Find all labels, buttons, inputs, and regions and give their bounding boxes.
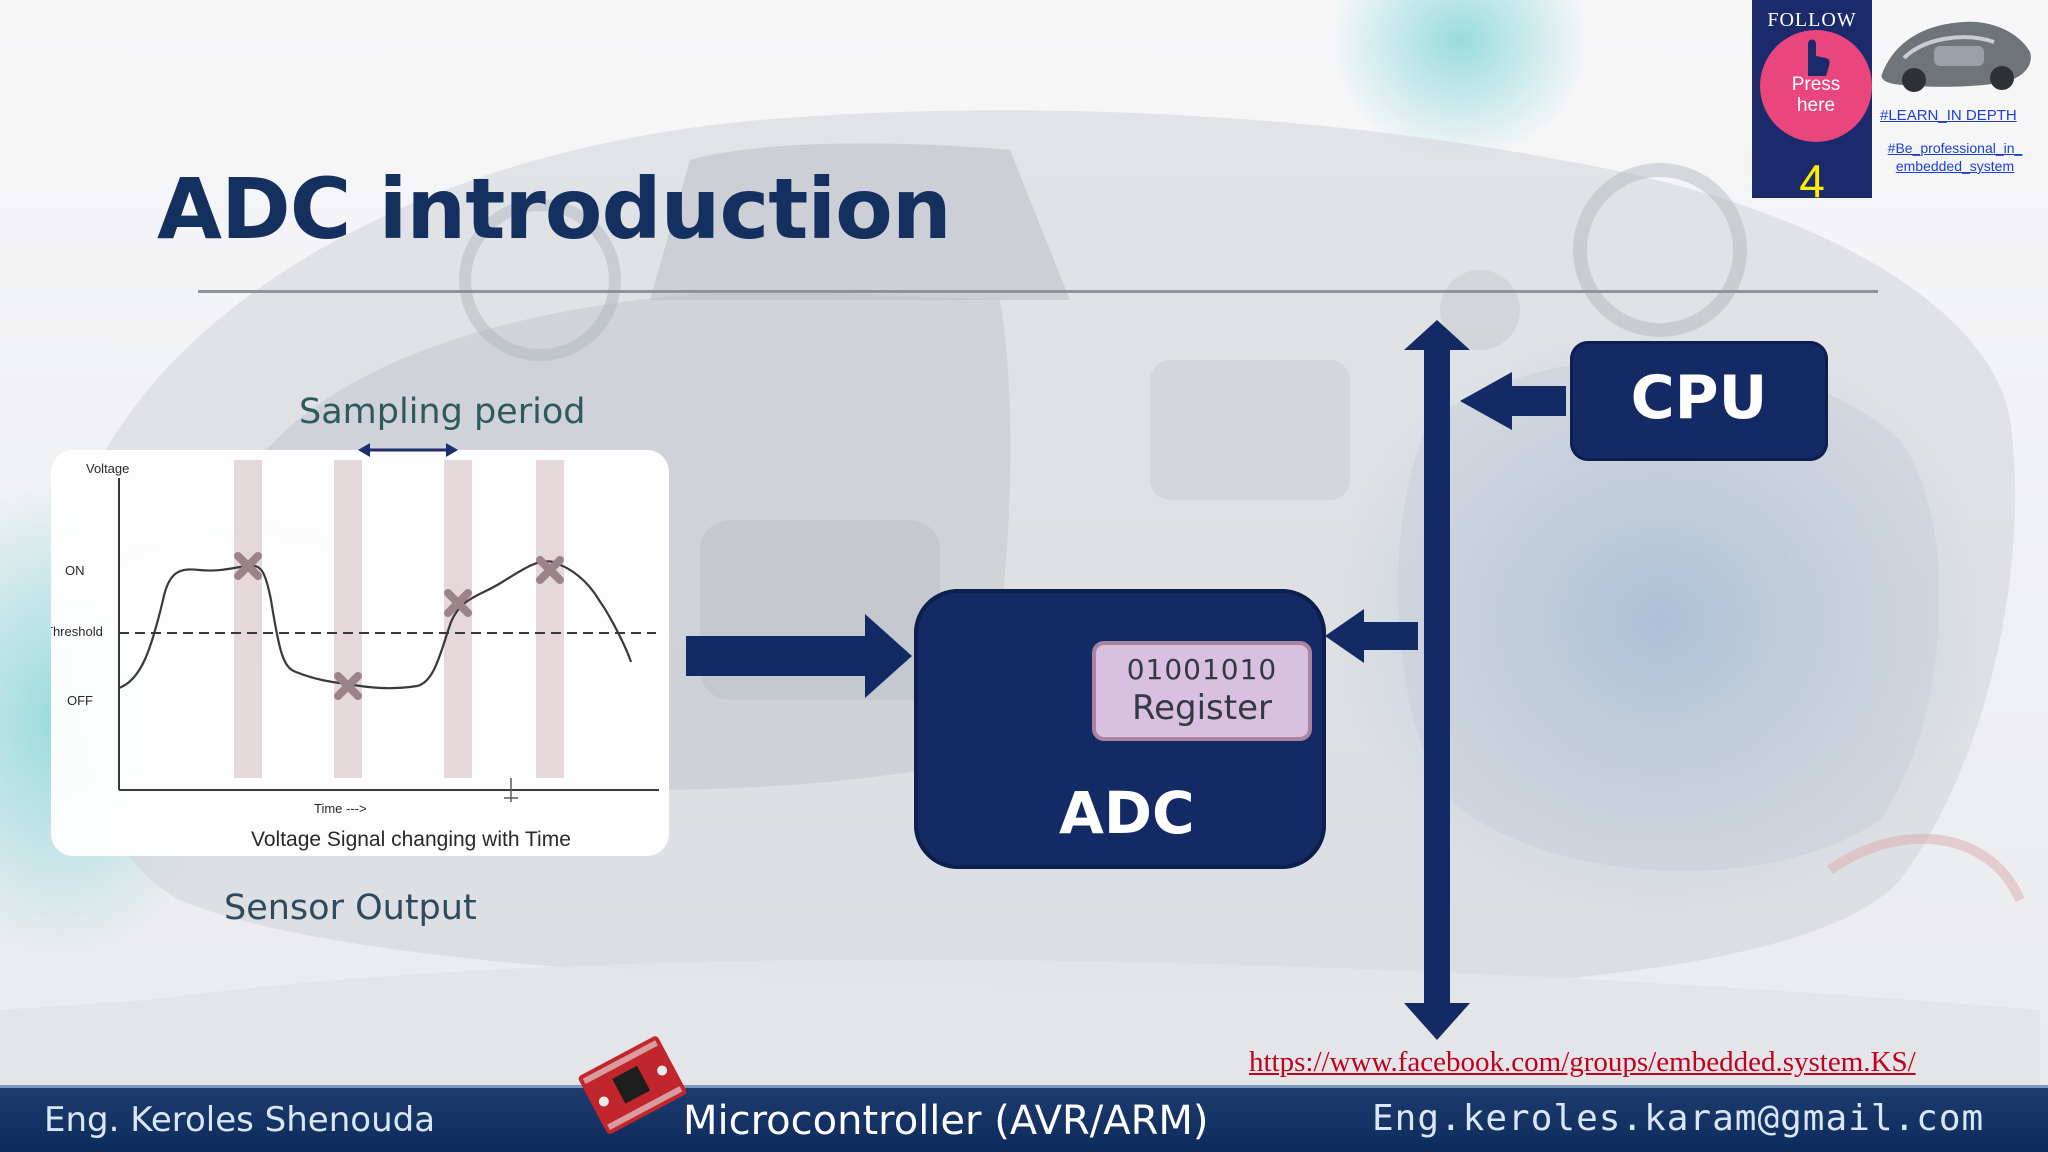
learn-in-depth-tag[interactable]: #LEARN_IN DEPTH [1880, 107, 2017, 124]
sampling-period-label: Sampling period [299, 392, 586, 432]
sensor-to-adc-arrow [686, 614, 912, 698]
microcontroller-board-icon [578, 1036, 687, 1134]
car-thumbnail-image [1881, 21, 2031, 92]
x-axis-label: Time ---> [314, 801, 367, 816]
sample-marker-3 [444, 589, 472, 617]
register-label: Register [1132, 688, 1272, 728]
adc-register: 01001010 Register [1092, 641, 1312, 741]
level-on-label: ON [65, 563, 85, 578]
sample-marker-2 [334, 672, 362, 700]
cpu-block: CPU [1570, 341, 1828, 461]
press-line-1: Press [1791, 74, 1841, 95]
page-number: 4 [1799, 155, 1825, 207]
author-email: Eng.keroles.karam@gmail.com [1372, 1098, 1985, 1139]
press-line-2: here [1796, 95, 1836, 116]
author-name: Eng. Keroles Shenouda [44, 1100, 436, 1140]
be-professional-tag[interactable]: #Be_professional_in_ embedded_system [1880, 139, 2030, 175]
tag2-line-2: embedded_system [1895, 158, 2015, 174]
slide-title: ADC introduction [157, 160, 952, 258]
sensor-output-plot: Voltage ON Threshold OFF Time ---> Volta… [51, 450, 669, 856]
cpu-to-bus-arrow [1460, 372, 1566, 430]
footer-bar: Eng. Keroles Shenouda Microcontroller (A… [0, 1085, 2048, 1152]
sample-band-3 [444, 460, 472, 778]
adc-label: ADC [1059, 779, 1195, 847]
y-axis-label: Voltage [86, 461, 129, 476]
cpu-label: CPU [1630, 363, 1768, 433]
sample-band-2 [334, 460, 362, 778]
register-bits: 01001010 [1126, 653, 1278, 686]
tag2-line-1: #Be_professional_in_ [1887, 140, 2023, 156]
sample-band-4 [536, 460, 564, 778]
facebook-group-link[interactable]: https://www.facebook.com/groups/embedded… [1249, 1046, 1916, 1078]
voltage-plot-svg: Voltage ON Threshold OFF Time ---> Volta… [51, 460, 659, 851]
plot-caption: Voltage Signal changing with Time [251, 828, 571, 851]
sample-band-1 [234, 460, 262, 778]
sample-marker-4 [536, 556, 564, 584]
sensor-output-label: Sensor Output [224, 888, 477, 928]
pointing-hand-icon [1808, 39, 1830, 76]
sample-marker-1 [234, 552, 262, 580]
course-title: Microcontroller (AVR/ARM) [683, 1098, 1209, 1144]
level-threshold-label: Threshold [51, 624, 103, 639]
adc-block: 01001010 Register ADC [914, 589, 1326, 869]
title-divider [198, 290, 1878, 293]
level-off-label: OFF [67, 693, 93, 708]
system-bus-arrow [1404, 320, 1470, 1040]
bus-to-adc-arrow [1325, 609, 1418, 663]
sampling-period-arrow [358, 443, 458, 457]
